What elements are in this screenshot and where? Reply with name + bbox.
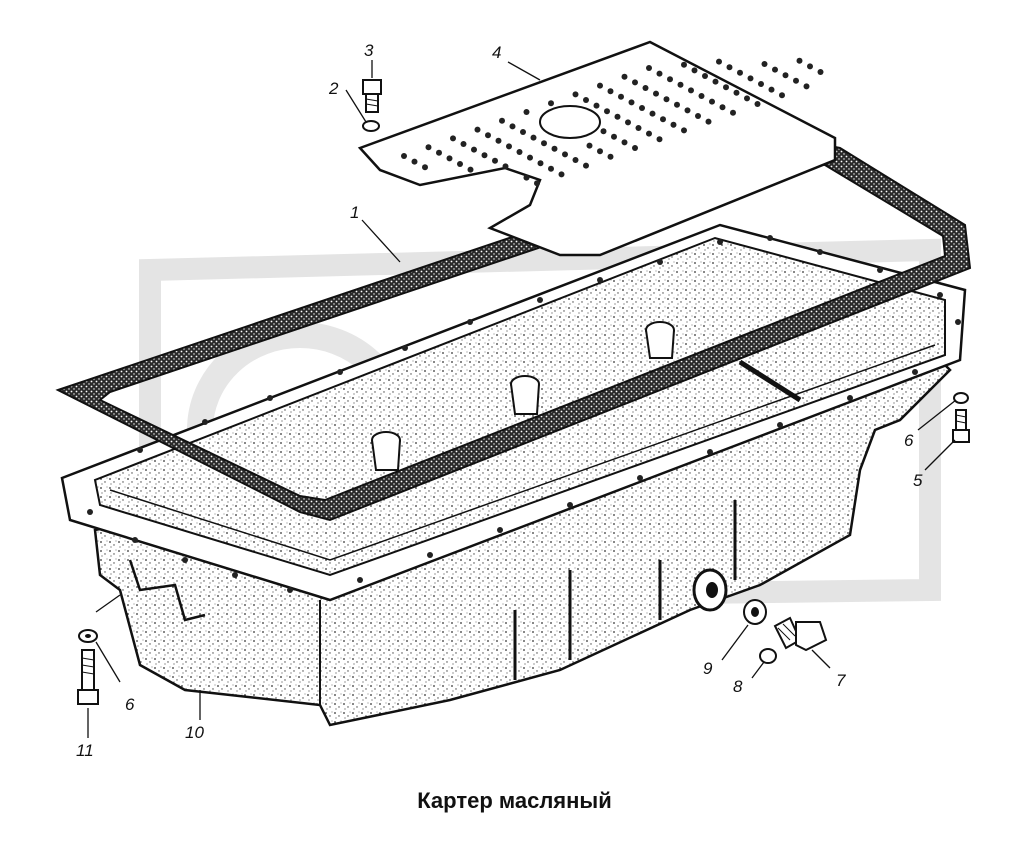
callout-2: 2 xyxy=(328,79,339,98)
diagram-caption: Картер масляный xyxy=(417,788,612,813)
bolt-11 xyxy=(77,649,99,705)
washer-6-left xyxy=(78,629,98,643)
callout-4: 4 xyxy=(492,43,501,62)
callout-6-left: 6 xyxy=(125,695,135,714)
callout-7: 7 xyxy=(836,671,846,690)
callout-leaders xyxy=(87,60,957,738)
drain-plug-7 xyxy=(773,616,828,652)
magnet-8 xyxy=(759,648,777,664)
washer-6-right xyxy=(953,392,969,404)
plate-perforations xyxy=(401,57,824,187)
callout-9: 9 xyxy=(703,659,713,678)
oil-pan-body xyxy=(60,223,967,727)
washer-2 xyxy=(362,120,380,132)
baffle-plate xyxy=(357,40,837,257)
callout-8: 8 xyxy=(733,677,743,696)
bolt-5 xyxy=(952,409,970,443)
washer-9 xyxy=(743,599,767,625)
callout-1: 1 xyxy=(350,203,359,222)
callout-3: 3 xyxy=(364,41,374,60)
callout-6-right: 6 xyxy=(904,431,914,450)
callout-10: 10 xyxy=(185,723,204,742)
callout-5: 5 xyxy=(913,471,923,490)
callout-11: 11 xyxy=(76,741,94,760)
bolt-m3 xyxy=(362,79,382,113)
